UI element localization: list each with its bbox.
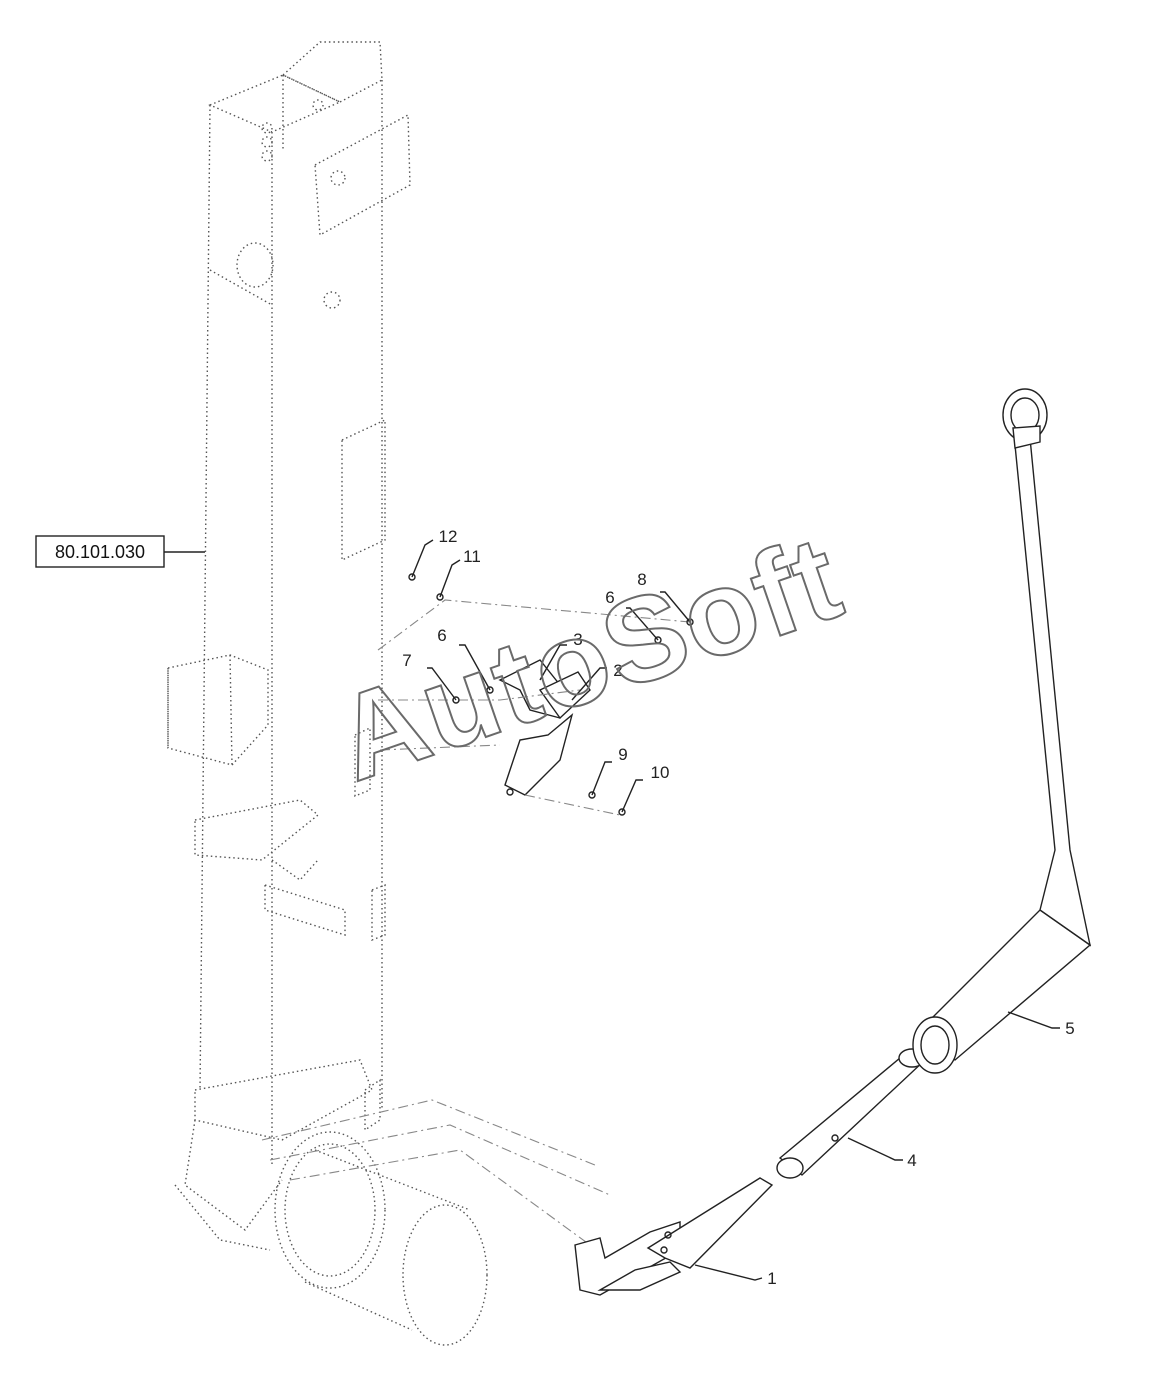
callout-9: 9 [618,745,627,764]
callout-5: 5 [1065,1019,1074,1038]
callout-4: 4 [907,1151,916,1170]
shaft-part-4 [776,1048,927,1179]
reference-code: 80.101.030 [55,542,145,562]
callout-6a: 6 [437,626,446,645]
bracket-part-1 [574,1177,774,1296]
callout-8: 8 [637,570,646,589]
callout-11: 11 [463,547,481,566]
main-column-phantom [167,41,611,1346]
callout-7: 7 [402,651,411,670]
lever-part-5 [912,388,1092,1074]
center-bracket-assembly [377,573,694,816]
callout-labels: 12 11 7 6 3 2 6 8 9 10 1 4 5 [402,527,1074,1288]
reference-box: 80.101.030 [35,535,205,568]
watermark: AutoSoft [319,509,859,808]
callout-6b: 6 [605,588,614,607]
callout-leaders [411,539,1060,1281]
callout-10: 10 [651,763,670,782]
callout-2: 2 [613,661,622,680]
callout-3: 3 [573,630,582,649]
watermark-text: AutoSoft [320,510,858,807]
callout-12: 12 [439,527,458,546]
callout-1: 1 [767,1269,776,1288]
